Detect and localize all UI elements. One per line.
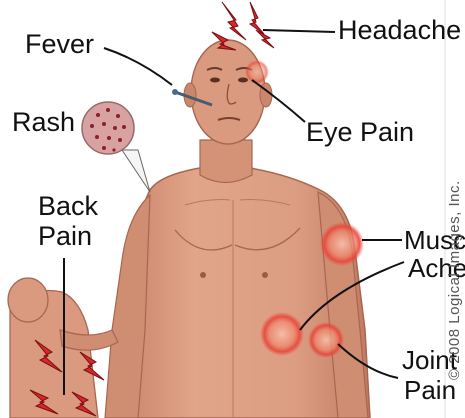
- rash-label: Rash: [12, 108, 75, 136]
- fever-leader: [104, 48, 172, 85]
- neck: [200, 140, 252, 183]
- eye-pain-label: Eye Pain: [306, 118, 414, 146]
- rash-pointer: [122, 150, 150, 192]
- headache-leader: [263, 30, 335, 32]
- muscle-ache-glow: [320, 222, 364, 266]
- headache-label: Headache: [338, 16, 461, 44]
- back-pain-label-1: Back: [38, 192, 98, 220]
- joint-pain-label-2: Pain: [404, 376, 456, 404]
- fever-label: Fever: [25, 30, 94, 58]
- joint-pain-glow-1: [260, 312, 304, 356]
- copyright-text: © 2008 Logical Images, Inc.: [446, 180, 463, 380]
- back-pain-label-2: Pain: [38, 222, 92, 250]
- headache-lightning-icon: [222, 2, 246, 40]
- joint-pain-glow-2: [308, 322, 344, 358]
